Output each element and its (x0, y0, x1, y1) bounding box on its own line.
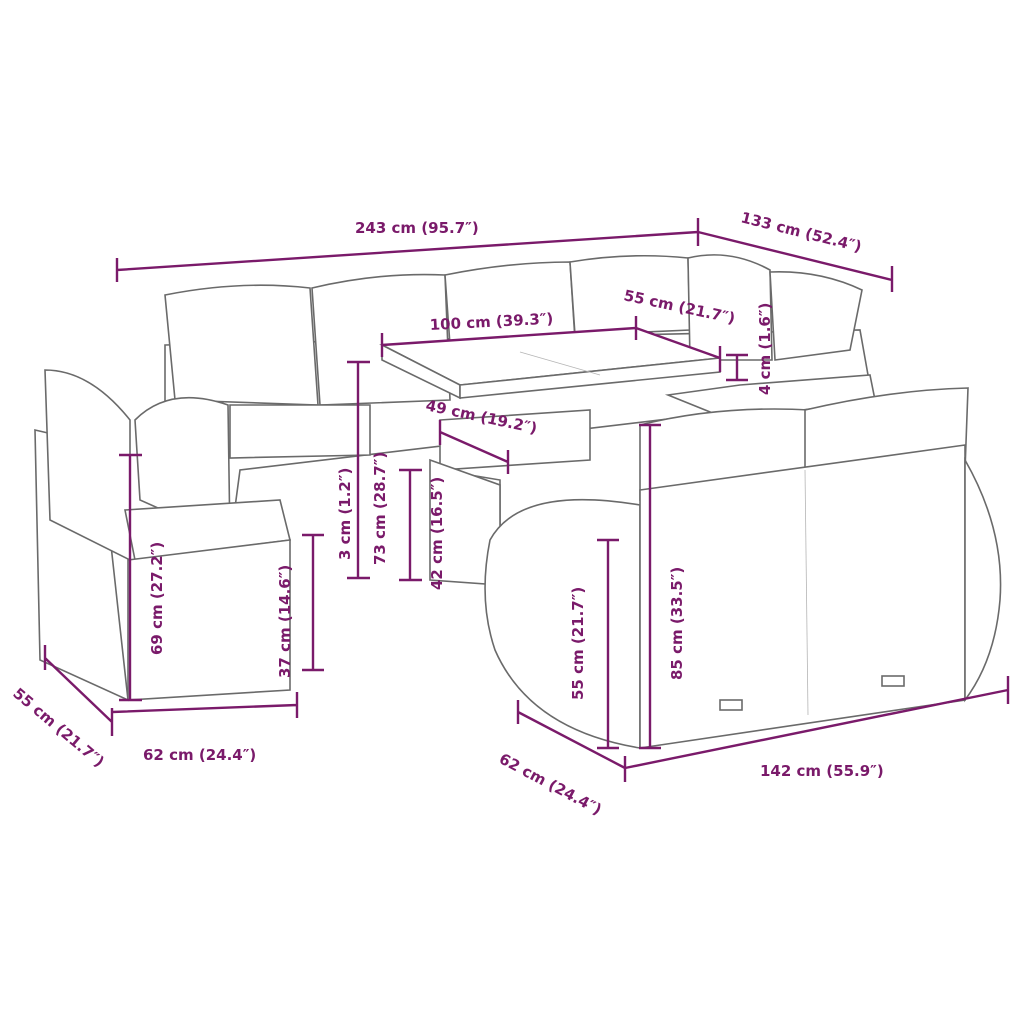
label-chair-seat-height: 37 cm (14.6″) (276, 565, 294, 678)
label-chair-depth: 55 cm (21.7″) (9, 684, 107, 771)
left-armchair (34, 369, 291, 702)
label-total-width: 243 cm (95.7″) (355, 219, 479, 237)
label-chair-width: 62 cm (24.4″) (143, 746, 256, 764)
label-table-shelf-height: 42 cm (16.5″) (428, 477, 446, 590)
label-table-top-thickness: 4 cm (1.6″) (756, 303, 774, 395)
label-sofa-depth: 62 cm (24.4″) (496, 750, 604, 819)
label-sofa-width: 142 cm (55.9″) (760, 762, 884, 780)
label-sofa-seat-height: 55 cm (21.7″) (569, 587, 587, 700)
label-sofa-height: 85 cm (33.5″) (668, 567, 686, 680)
label-total-depth: 133 cm (52.4″) (739, 208, 863, 255)
dimension-lines (43, 218, 1010, 782)
label-chair-height: 69 cm (27.2″) (148, 542, 166, 655)
label-glass-thickness: 3 cm (1.2″) (336, 468, 354, 560)
label-table-height: 73 cm (28.7″) (371, 452, 389, 565)
right-sofa (484, 374, 1002, 749)
